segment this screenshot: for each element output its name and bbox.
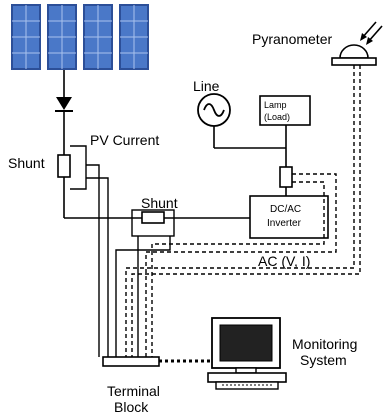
lamp-box xyxy=(259,95,311,126)
pv-current-sense-wire xyxy=(86,164,100,357)
pv-panel xyxy=(119,4,149,70)
diode-icon xyxy=(55,97,73,112)
ac-label: AC (V, I) xyxy=(258,253,310,269)
pyranometer-label: Pyranometer xyxy=(252,31,332,47)
inverter-box xyxy=(249,195,329,239)
terminal-block xyxy=(102,356,160,367)
lamp-label: Lamp xyxy=(264,100,287,110)
inverter-label-line2: Inverter xyxy=(267,218,302,229)
pyranometer-signal-wire xyxy=(131,65,361,357)
pyranometer-icon xyxy=(331,44,377,66)
shunt-mid-resistor xyxy=(141,211,165,224)
terminal-label-line2: Block xyxy=(114,399,149,415)
sunlight-arrows-icon xyxy=(360,21,383,45)
pv-panel xyxy=(47,4,77,70)
ac-sense-wire xyxy=(152,181,325,245)
pv-current-sense-wire xyxy=(70,145,87,190)
monitoring-label-line2: System xyxy=(300,352,347,368)
inverter-label-line1: DC/AC xyxy=(270,204,301,215)
shunt-mid-label: Shunt xyxy=(141,195,178,211)
ac-sense-wire xyxy=(145,173,337,357)
terminal-label-line1: Terminal xyxy=(107,383,160,399)
computer-icon xyxy=(207,317,287,390)
monitoring-label-line1: Monitoring xyxy=(292,336,357,352)
pv-panel xyxy=(83,4,113,70)
ac-sense-resistor xyxy=(279,166,293,188)
pyranometer-signal-wire xyxy=(125,65,355,357)
shunt-left-resistor xyxy=(57,154,71,178)
pv-current-label: PV Current xyxy=(90,132,159,148)
pv-current-sense-wire xyxy=(86,177,109,357)
shunt-left-label: Shunt xyxy=(8,155,45,171)
pv-panel xyxy=(11,4,41,70)
pv-array xyxy=(11,4,149,70)
shunt-mid-sense-wire xyxy=(115,236,171,357)
line-label: Line xyxy=(193,78,220,94)
ac-source-icon xyxy=(197,93,231,127)
shunt-mid-sense-box xyxy=(131,209,175,237)
load-label: (Load) xyxy=(264,112,290,122)
